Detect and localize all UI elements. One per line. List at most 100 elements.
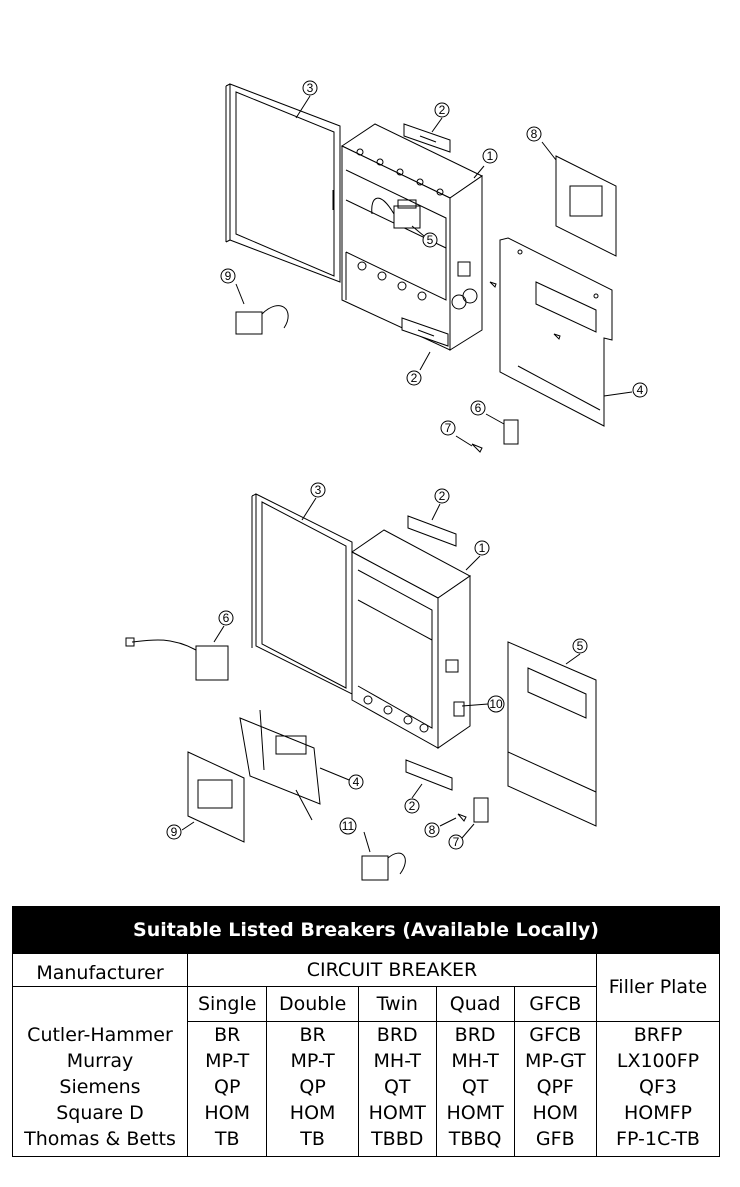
table-cell: GFB bbox=[535, 1128, 575, 1150]
callout-label: 10 bbox=[489, 697, 503, 711]
callout-6: 6 bbox=[470, 400, 486, 416]
breaker-panel-top bbox=[555, 155, 617, 257]
table-cell: BRD bbox=[454, 1024, 496, 1046]
table-cell: FP-1C-TB bbox=[616, 1128, 700, 1150]
callout-7: 7 bbox=[440, 420, 456, 436]
table-cell: MP-T bbox=[205, 1050, 250, 1072]
callout-label: 1 bbox=[487, 149, 494, 163]
callout-4: 4 bbox=[348, 774, 364, 790]
dead-front-cover bbox=[499, 237, 613, 427]
table-cell: HOM bbox=[204, 1102, 251, 1124]
screw bbox=[457, 813, 467, 822]
filler-plate-header: Filler Plate bbox=[596, 953, 720, 1022]
breaker-table: Suitable Listed Breakers (Available Loca… bbox=[12, 906, 720, 1157]
enclosure-box bbox=[351, 529, 471, 749]
callout-2: 2 bbox=[434, 488, 450, 504]
table-cell: HOM bbox=[289, 1102, 336, 1124]
callout-label: 6 bbox=[223, 611, 230, 625]
table-cell: BR bbox=[299, 1024, 326, 1046]
callout-5: 5 bbox=[572, 638, 588, 654]
callout-8: 8 bbox=[424, 822, 440, 838]
door-panel bbox=[225, 83, 341, 283]
table-cell: Cutler-Hammer bbox=[27, 1024, 173, 1046]
callout-label: 6 bbox=[475, 401, 482, 415]
callout-3: 3 bbox=[310, 482, 326, 498]
screw bbox=[471, 443, 483, 453]
column-header-single: Single bbox=[186, 986, 268, 1022]
top-callout-leaders bbox=[235, 95, 633, 447]
table-cell: HOMT bbox=[368, 1102, 426, 1124]
table-header-row: Manufacturer CIRCUIT BREAKER Filler Plat… bbox=[12, 953, 720, 1022]
callout-9: 9 bbox=[220, 268, 236, 284]
callout-label: 2 bbox=[411, 371, 418, 385]
enclosure-box bbox=[340, 123, 483, 351]
top-assembly bbox=[225, 83, 617, 453]
mounting-bracket-lower bbox=[405, 759, 453, 791]
callout-label: 1 bbox=[479, 541, 486, 555]
callout-label: 9 bbox=[171, 825, 178, 839]
table-cell: TBBD bbox=[371, 1128, 424, 1150]
table-cell: HOM bbox=[532, 1102, 579, 1124]
filler-plate-part bbox=[473, 797, 489, 823]
callout-1: 1 bbox=[474, 540, 490, 556]
bottom-assembly bbox=[125, 493, 597, 881]
callout-11: 11 bbox=[339, 817, 357, 835]
table-cell: MH-T bbox=[373, 1050, 421, 1072]
callout-1: 1 bbox=[482, 148, 498, 164]
interior-chassis bbox=[239, 709, 321, 821]
table-cell: QF3 bbox=[639, 1076, 677, 1098]
callout-label: 3 bbox=[307, 81, 314, 95]
dead-front-cover bbox=[507, 641, 597, 827]
callout-label: 5 bbox=[427, 233, 434, 247]
callout-label: 7 bbox=[445, 421, 452, 435]
callout-10: 10 bbox=[487, 695, 505, 713]
table-cell: HOMT bbox=[446, 1102, 504, 1124]
manufacturer-header: Manufacturer bbox=[12, 953, 188, 987]
table-cell: MH-T bbox=[451, 1050, 499, 1072]
table-cell: GFCB bbox=[529, 1024, 582, 1046]
fuse-block-top bbox=[235, 305, 289, 335]
mounting-bracket-upper bbox=[407, 515, 457, 547]
callout-label: 4 bbox=[353, 775, 360, 789]
table-cell: BRD bbox=[376, 1024, 418, 1046]
table-cell: Siemens bbox=[59, 1076, 141, 1098]
callout-label: 5 bbox=[577, 639, 584, 653]
table-cell: QPF bbox=[536, 1076, 574, 1098]
table-cell: MP-T bbox=[290, 1050, 335, 1072]
table-title-row: Suitable Listed Breakers (Available Loca… bbox=[12, 906, 720, 954]
callout-label: 8 bbox=[429, 823, 436, 837]
callout-7: 7 bbox=[448, 834, 464, 850]
transformer bbox=[125, 637, 229, 681]
callout-2: 2 bbox=[406, 370, 422, 386]
table-cell: Square D bbox=[56, 1102, 144, 1124]
callout-3: 3 bbox=[302, 80, 318, 96]
fuse-block-bottom bbox=[361, 852, 406, 881]
column-header-gfcb: GFCB bbox=[513, 986, 598, 1022]
callout-label: 2 bbox=[409, 799, 416, 813]
column-header-double: Double bbox=[266, 986, 359, 1022]
table-cell: TB bbox=[214, 1128, 240, 1150]
column-header-quad: Quad bbox=[435, 986, 515, 1022]
door-panel bbox=[251, 493, 353, 695]
gfcb-column: GFCB MP-GT QPF HOM GFB bbox=[513, 1021, 598, 1157]
transformer bbox=[371, 197, 421, 229]
callout-2: 2 bbox=[434, 102, 450, 118]
table-cell: Murray bbox=[66, 1050, 134, 1072]
table-cell: MP-GT bbox=[524, 1050, 586, 1072]
callout-label: 11 bbox=[342, 819, 355, 833]
table-cell: LX100FP bbox=[616, 1050, 700, 1072]
table-cell: TB bbox=[300, 1128, 325, 1150]
column-header-twin: Twin bbox=[357, 986, 437, 1022]
bottom-callout-leaders bbox=[181, 497, 581, 853]
callout-9: 9 bbox=[166, 824, 182, 840]
filler-plate-part bbox=[503, 419, 519, 445]
circuit-breaker-header: CIRCUIT BREAKER bbox=[187, 953, 597, 987]
